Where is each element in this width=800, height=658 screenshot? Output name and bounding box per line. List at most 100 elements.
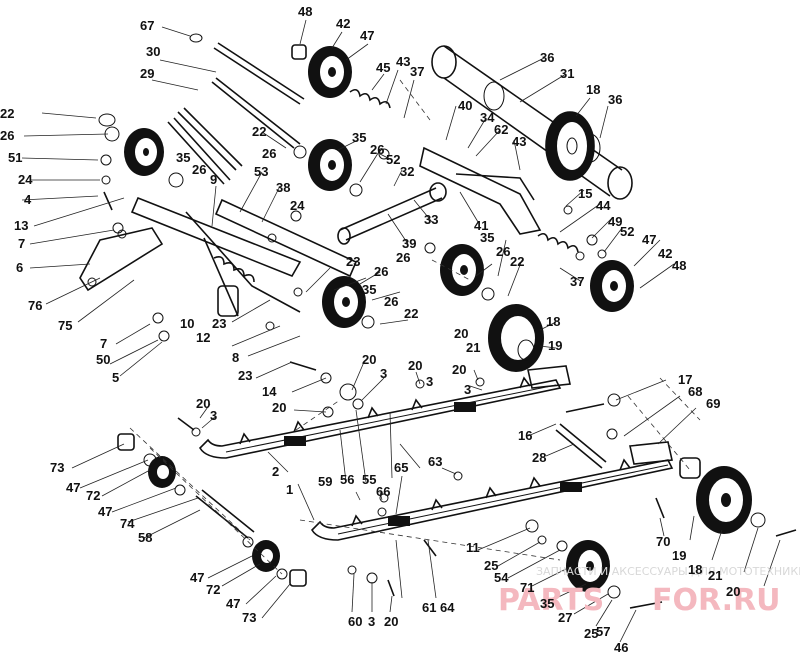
callout-23: 23: [346, 254, 360, 269]
callout-58: 58: [138, 530, 152, 545]
callout-55: 55: [362, 472, 376, 487]
wheel-18-lower: [696, 466, 752, 534]
callout-37: 37: [410, 64, 424, 79]
idler-wheel-35b: [308, 139, 352, 191]
callout-13: 13: [14, 218, 28, 233]
wheel-18-mid: [488, 304, 544, 372]
callout-41: 41: [474, 218, 488, 233]
callout-35: 35: [480, 230, 494, 245]
callout-74: 74: [120, 516, 135, 531]
callout-20: 20: [408, 358, 422, 373]
callout-36: 36: [540, 50, 554, 65]
callout-19: 19: [548, 338, 562, 353]
callout-47: 47: [642, 232, 656, 247]
callout-61: 61: [422, 600, 436, 615]
callout-42: 42: [658, 246, 672, 261]
callout-72: 72: [86, 488, 100, 503]
callout-3: 3: [368, 614, 375, 629]
callout-17: 17: [678, 372, 692, 387]
callout-14: 14: [262, 384, 277, 399]
callout-63: 63: [428, 454, 442, 469]
callout-47: 47: [66, 480, 80, 495]
callout-42: 42: [336, 16, 350, 31]
idler-wheel-42: [308, 46, 352, 98]
callout-18: 18: [586, 82, 600, 97]
callout-76: 76: [28, 298, 42, 313]
idler-wheel-42b: [590, 260, 634, 312]
callout-43: 43: [396, 54, 410, 69]
callout-18: 18: [546, 314, 560, 329]
callout-67: 67: [140, 18, 154, 33]
callout-26: 26: [384, 294, 398, 309]
callout-70: 70: [656, 534, 670, 549]
callout-57: 57: [596, 624, 610, 639]
callout-8: 8: [232, 350, 239, 365]
callout-6: 6: [16, 260, 23, 275]
wheel-35-bottom: [566, 540, 610, 592]
watermark: ЗАПЧАСТИ И АКСЕССУАРЫ ДЛЯ МОТОТЕХНИКИ PA…: [498, 565, 800, 618]
callout-54: 54: [494, 570, 509, 585]
callout-22: 22: [252, 124, 266, 139]
callout-26: 26: [496, 244, 510, 259]
watermark-brand-right: FOR.RU: [652, 583, 781, 618]
callout-71: 71: [520, 580, 534, 595]
callout-10: 10: [180, 316, 194, 331]
callout-24: 24: [18, 172, 33, 187]
callout-43: 43: [512, 134, 526, 149]
callout-26: 26: [192, 162, 206, 177]
callout-20: 20: [454, 326, 468, 341]
callout-39: 39: [402, 236, 416, 251]
callout-64: 64: [440, 600, 455, 615]
idler-wheel-35c: [440, 244, 484, 296]
idler-wheel-35a: [124, 128, 164, 176]
slide-rail-upper: [198, 365, 571, 459]
callout-38: 38: [276, 180, 290, 195]
callout-26: 26: [370, 142, 384, 157]
callout-33: 33: [424, 212, 438, 227]
callout-3: 3: [426, 374, 433, 389]
part-drawings: [79, 33, 797, 609]
callout-12: 12: [196, 330, 210, 345]
callout-21: 21: [708, 568, 722, 583]
callout-15: 15: [578, 186, 592, 201]
leader-lines: [21, 19, 781, 643]
callout-47: 47: [98, 504, 112, 519]
callout-3: 3: [380, 366, 387, 381]
callout-22: 22: [510, 254, 524, 269]
callout-16: 16: [518, 428, 532, 443]
callout-45: 45: [376, 60, 390, 75]
callout-60: 60: [348, 614, 362, 629]
callout-35: 35: [362, 282, 376, 297]
callout-28: 28: [532, 450, 546, 465]
callout-72: 72: [206, 582, 220, 597]
callout-59: 59: [318, 474, 332, 489]
callout-4: 4: [24, 192, 32, 207]
callout-36: 36: [608, 92, 622, 107]
callout-26: 26: [262, 146, 276, 161]
callout-68: 68: [688, 384, 702, 399]
callout-34: 34: [480, 110, 495, 125]
callout-47: 47: [360, 28, 374, 43]
callout-19: 19: [672, 548, 686, 563]
callout-25: 25: [584, 626, 598, 641]
callout-11: 11: [466, 540, 480, 555]
callout-66: 66: [376, 484, 390, 499]
callout-37: 37: [570, 274, 584, 289]
callout-73: 73: [50, 460, 64, 475]
callout-50: 50: [96, 352, 110, 367]
callout-35: 35: [176, 150, 190, 165]
callout-3: 3: [464, 382, 471, 397]
callout-25: 25: [484, 558, 498, 573]
callout-47: 47: [226, 596, 240, 611]
callout-49: 49: [608, 214, 622, 229]
callout-32: 32: [400, 164, 414, 179]
callout-9: 9: [210, 172, 217, 187]
callout-65: 65: [394, 460, 408, 475]
callout-47: 47: [190, 570, 204, 585]
callout-3: 3: [210, 408, 217, 423]
callout-24: 24: [290, 198, 305, 213]
callout-35: 35: [352, 130, 366, 145]
callout-56: 56: [340, 472, 354, 487]
idler-wheel-35d: [322, 276, 366, 328]
callout-44: 44: [596, 198, 611, 213]
